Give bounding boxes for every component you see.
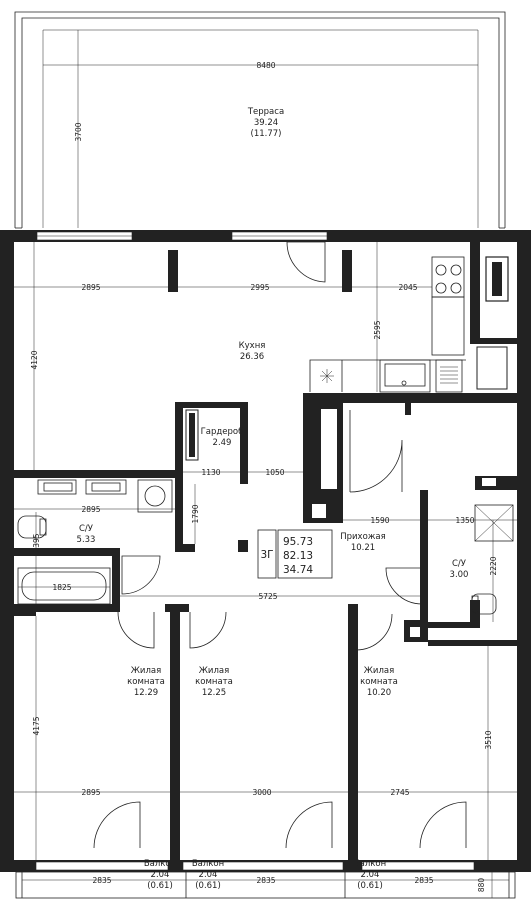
balcony2-sub: (0.61) — [195, 881, 221, 891]
balcony3-area: 2.04 — [361, 870, 380, 880]
dim-corridor-w: 5725 — [258, 592, 277, 601]
dim-kitchen-h2: 2595 — [373, 320, 382, 339]
living2-line1: Жилая — [199, 666, 229, 676]
bath2-area: 3.00 — [450, 570, 469, 580]
dim-balcony2-w: 2835 — [256, 876, 275, 885]
bath1-name: С/У — [79, 524, 94, 534]
dim-balcony-d: 880 — [477, 878, 486, 893]
legend-other: 34.74 — [283, 564, 313, 576]
living3-line2: комната — [360, 677, 398, 687]
kitchen-name: Кухня — [239, 341, 266, 351]
dim-kitchen-h: 4120 — [30, 350, 39, 369]
dim-living3-w: 2745 — [390, 788, 409, 797]
bathroom-fixtures — [17, 479, 514, 615]
balcony1-name: Балкон — [144, 859, 176, 869]
living1-line1: Жилая — [131, 666, 161, 676]
balcony3-name: Балкон — [354, 859, 386, 869]
living1-line2: комната — [127, 677, 165, 687]
balcony2-name: Балкон — [192, 859, 224, 869]
dim-balcony1-w: 2835 — [92, 876, 111, 885]
wardrobe-name: Гардероб — [201, 427, 244, 437]
living3-line1: Жилая — [364, 666, 394, 676]
living2-line2: комната — [195, 677, 233, 687]
area-legend: 3Г 95.73 82.13 34.74 — [257, 529, 333, 579]
balcony2-area: 2.04 — [199, 870, 218, 880]
dim-living1-w: 2895 — [81, 788, 100, 797]
terrace-sub: (11.77) — [251, 129, 282, 139]
dim-bathtub-w: 1825 — [52, 583, 71, 592]
dim-living1-h: 4175 — [32, 716, 41, 735]
dimension-labels: 8480 3700 2895 2995 2045 4120 2595 1130 … — [30, 61, 498, 892]
hall-name: Прихожая — [340, 532, 386, 542]
dim-hall-w: 1590 — [370, 516, 389, 525]
dim-living3-h: 3510 — [484, 730, 493, 749]
living3-area: 10.20 — [367, 688, 391, 698]
balcony3-sub: (0.61) — [357, 881, 383, 891]
dim-wardrobe-h: 1790 — [191, 504, 200, 523]
hall-area: 10.21 — [351, 543, 375, 553]
legend-total: 95.73 — [283, 536, 313, 548]
bath1-area: 5.33 — [77, 535, 96, 545]
dim-wardrobe-w1: 1130 — [201, 468, 220, 477]
dimension-lines — [14, 30, 517, 898]
legend-type: 3Г — [260, 549, 273, 561]
balconies — [15, 871, 516, 899]
legend-living: 82.13 — [283, 550, 313, 562]
dim-bath2-w: 1350 — [455, 516, 474, 525]
dim-balcony3-w: 2835 — [414, 876, 433, 885]
kitchen-fixtures — [309, 256, 466, 393]
living2-area: 12.25 — [202, 688, 226, 698]
balcony1-sub: (0.61) — [147, 881, 173, 891]
dim-kitchen-w1: 2895 — [81, 283, 100, 292]
walls — [0, 230, 531, 872]
bath2-name: С/У — [452, 559, 467, 569]
wardrobe-area: 2.49 — [213, 438, 232, 448]
dim-bath1-w: 2895 — [81, 505, 100, 514]
dim-bath2-h: 2220 — [489, 556, 498, 575]
dim-terrace-h: 3700 — [74, 122, 83, 141]
dim-kitchen-w3: 2045 — [398, 283, 417, 292]
dim-living2-w: 3000 — [252, 788, 271, 797]
terrace — [14, 11, 506, 229]
balcony1-area: 2.04 — [151, 870, 170, 880]
dim-wardrobe-w2: 1050 — [265, 468, 284, 477]
terrace-area: 39.24 — [254, 118, 278, 128]
dim-kitchen-w2: 2995 — [250, 283, 269, 292]
dim-bath1-h: 2395 — [32, 533, 41, 552]
dim-terrace-w: 8480 — [256, 61, 275, 70]
kitchen-area: 26.36 — [240, 352, 264, 362]
doors — [93, 241, 467, 849]
living1-area: 12.29 — [134, 688, 158, 698]
terrace-name: Терраса — [247, 107, 284, 117]
room-labels: Терраса 39.24 (11.77) Кухня 26.36 Гардер… — [77, 107, 469, 891]
